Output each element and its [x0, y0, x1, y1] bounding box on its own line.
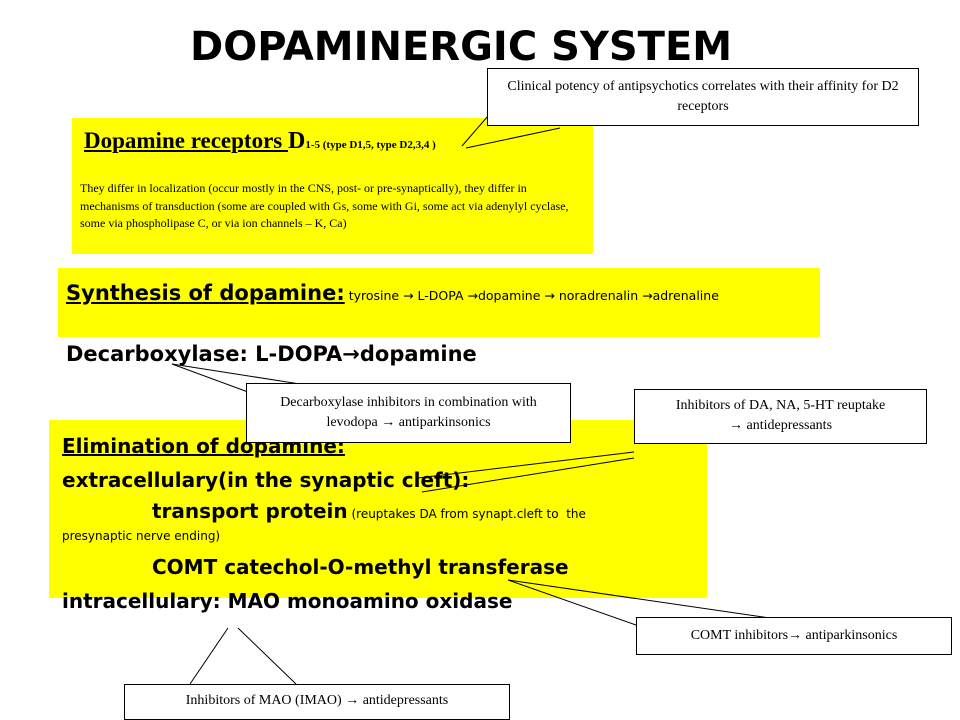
connector-mao-b: [237, 627, 297, 685]
callout-reuptake-inhibitors: Inhibitors of DA, NA, 5-HT reuptake → an…: [634, 389, 927, 444]
callout-mao-inhibitors: Inhibitors of MAO (IMAO) → antidepressan…: [124, 684, 510, 720]
callout-decarboxylase-inhibitors: Decarboxylase inhibitors in combination …: [246, 383, 571, 443]
receptors-heading-sub: 1-5: [305, 139, 320, 151]
synthesis-panel: [58, 268, 820, 337]
decarboxylase-line: Decarboxylase: L-DOPA→dopamine: [66, 342, 477, 366]
receptors-heading-types: (type D1,5, type D2,3,4 ): [320, 139, 436, 151]
receptors-description: They differ in localization (occur mostl…: [80, 181, 569, 230]
elimination-transport: transport protein: [152, 499, 348, 523]
elimination-text: Elimination of dopamine: extracellulary(…: [62, 429, 702, 618]
callout-comt-inhibitors: COMT inhibitors→ antiparkinsonics: [636, 617, 952, 655]
connector-comt-a: [507, 579, 771, 619]
elimination-comt: COMT catechol-O-methyl transferase: [152, 555, 569, 579]
connector-reuptake-b: [421, 457, 635, 493]
callout-potency: Clinical potency of antipsychotics corre…: [487, 68, 919, 126]
receptors-heading: Dopamine receptors D1-5 (type D1,5, type…: [84, 128, 436, 155]
synthesis-heading: Synthesis of dopamine:: [66, 281, 345, 305]
synthesis-text: Synthesis of dopamine: tyrosine → L-DOPA…: [66, 280, 816, 309]
connector-decarb-a: [171, 363, 301, 385]
connector-comt-b: [507, 579, 637, 626]
receptors-panel: [72, 118, 593, 254]
receptors-heading-d: D: [287, 128, 306, 154]
connector-decarb-b: [171, 363, 249, 393]
elimination-extracellular: extracellulary(in the synaptic cleft):: [62, 468, 470, 492]
synthesis-pathway: tyrosine → L-DOPA →dopamine → noradrenal…: [344, 288, 719, 303]
elimination-panel: [49, 420, 707, 598]
connector-potency: [461, 115, 489, 147]
elimination-intracellular: intracellulary: MAO monoamino oxidase: [62, 589, 513, 613]
receptors-heading-text: Dopamine receptors: [84, 128, 288, 153]
elimination-transport-line: transport protein (reuptakes DA from syn…: [62, 497, 702, 528]
page-title: DOPAMINERGIC SYSTEM: [190, 24, 733, 70]
connector-mao-a: [189, 627, 229, 685]
elimination-transport-note-b: presynaptic nerve ending): [62, 529, 221, 543]
connector-reuptake-a: [417, 451, 635, 479]
connector-potency-b: [465, 127, 561, 149]
elimination-transport-note-a: (reuptakes DA from synapt.cleft to the: [347, 507, 586, 521]
